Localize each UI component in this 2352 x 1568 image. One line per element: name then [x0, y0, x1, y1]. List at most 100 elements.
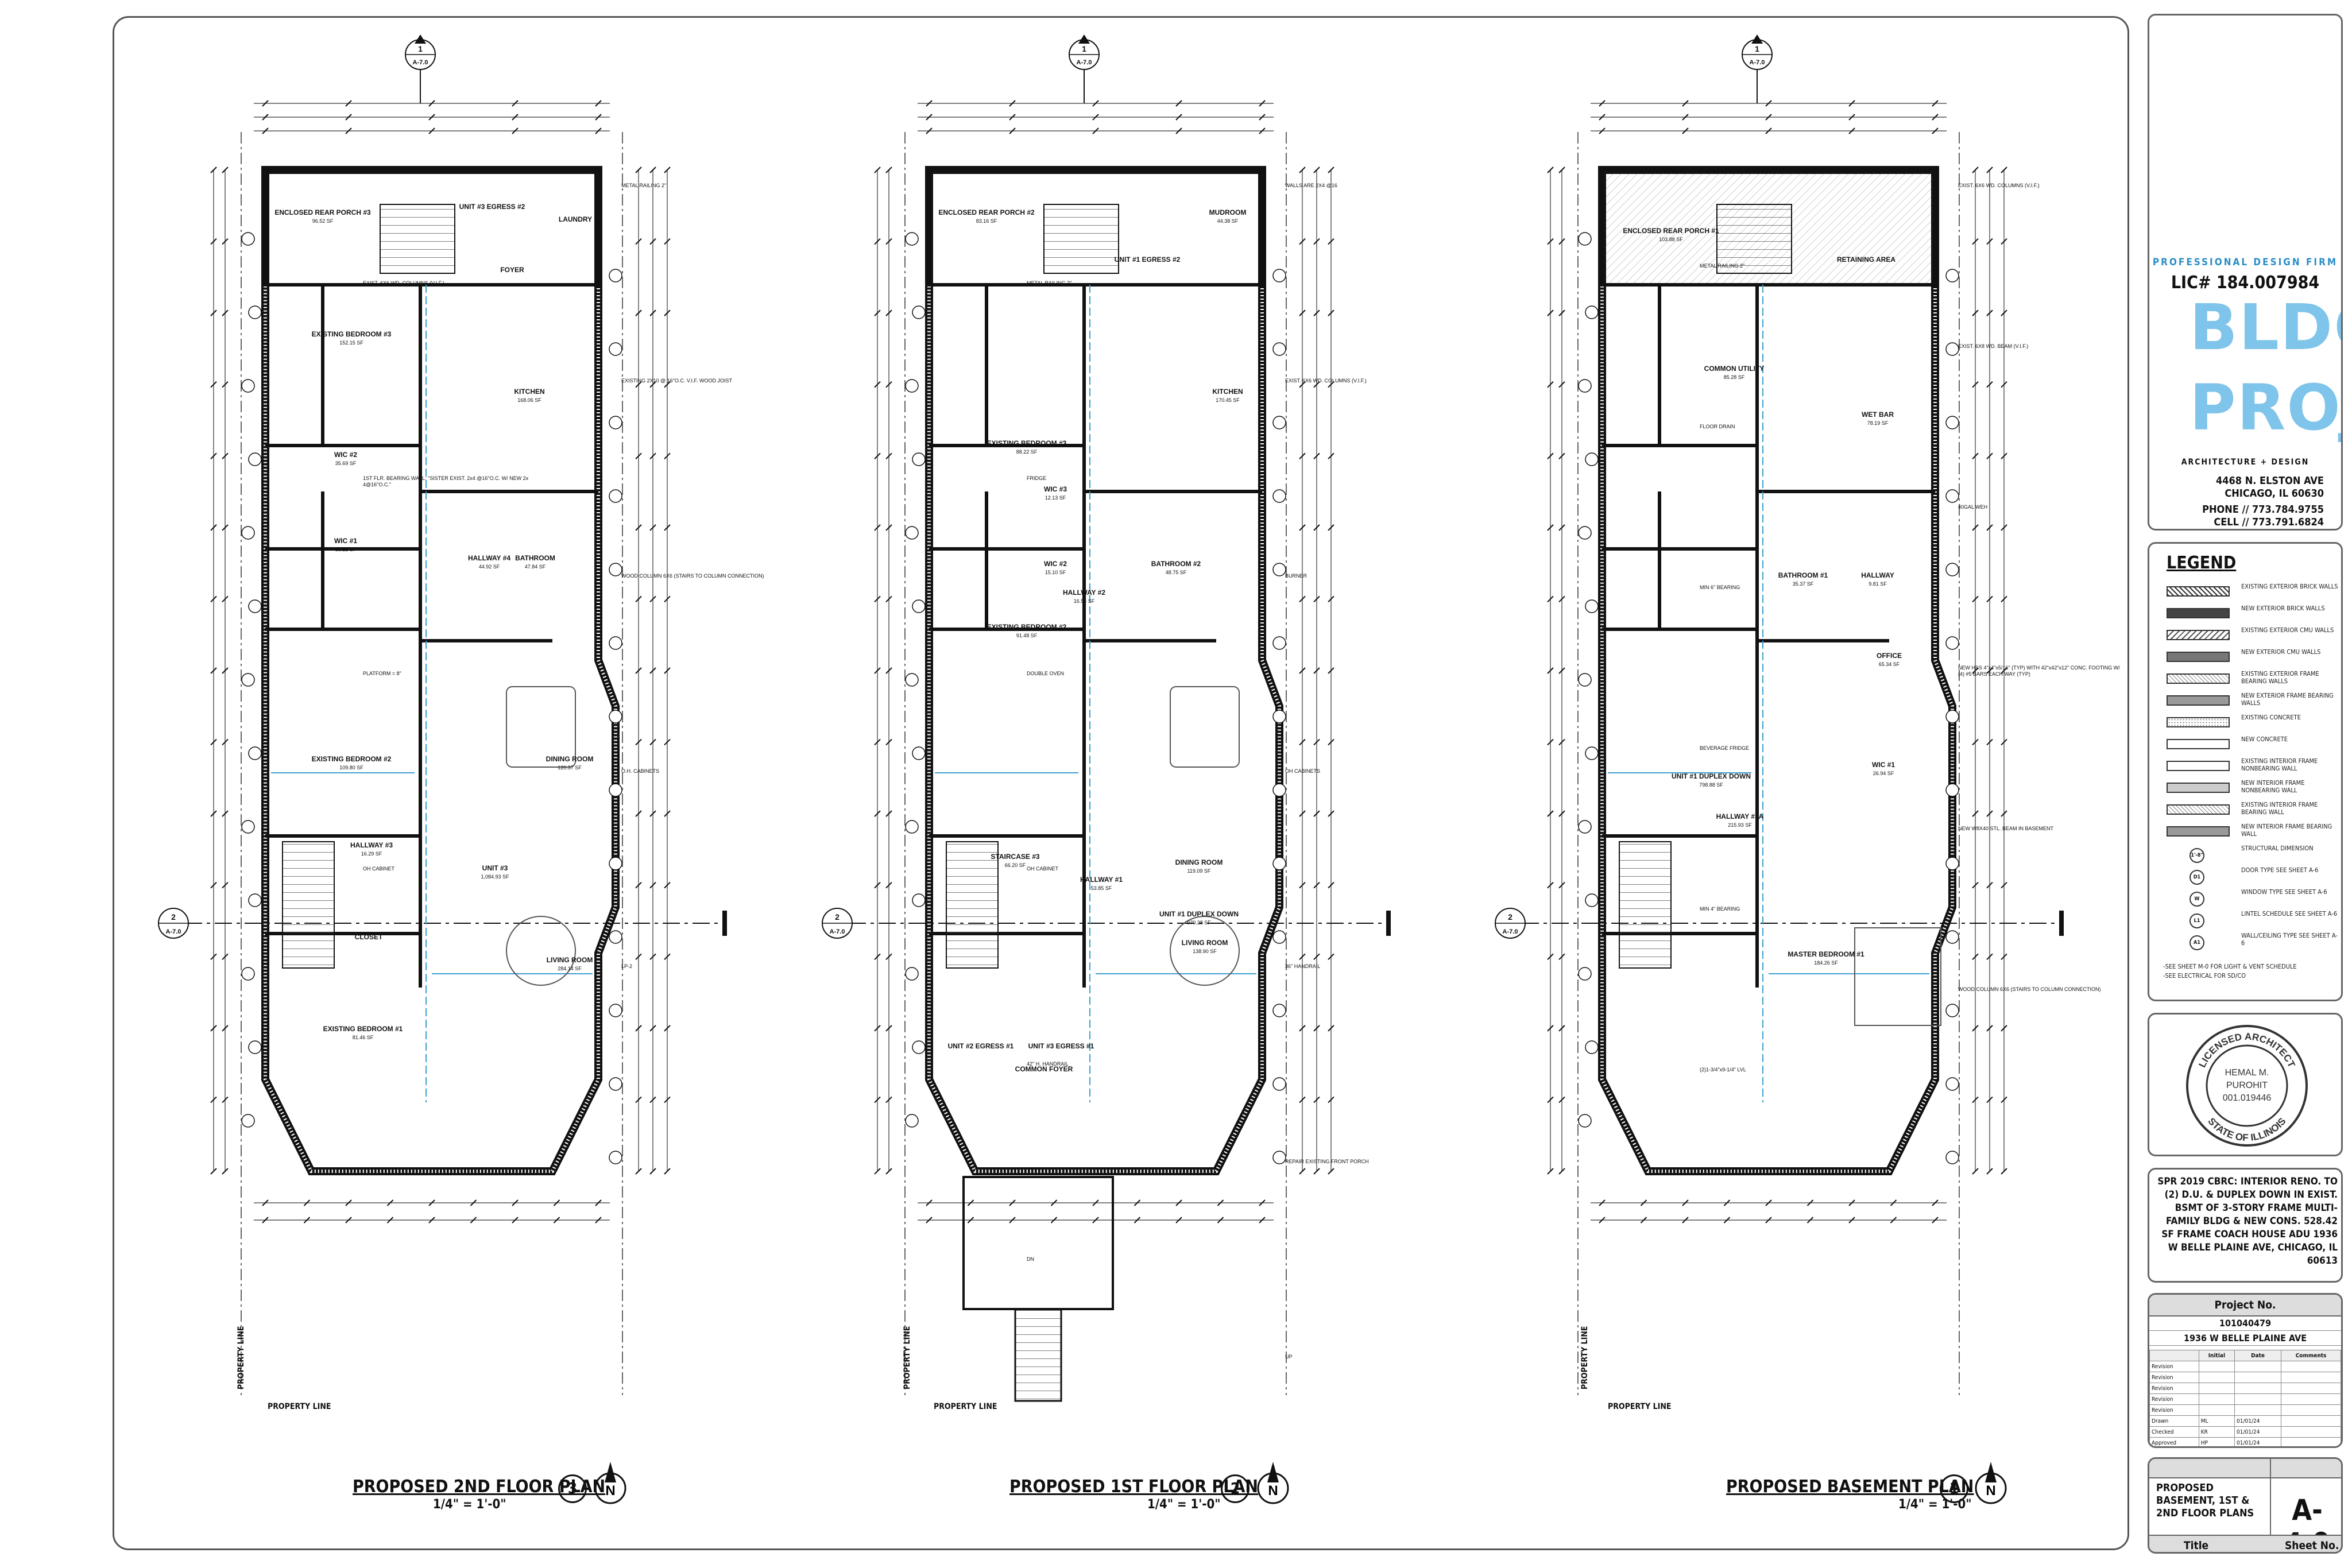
- dimension-tick: [1599, 114, 1606, 121]
- stair: [282, 841, 335, 969]
- stair: [1043, 204, 1119, 274]
- dimension-tick: [1765, 1217, 1772, 1224]
- dimension-tick: [428, 114, 435, 121]
- room-area: 47.84 SF: [525, 564, 546, 570]
- dimension-tick: [1547, 595, 1554, 603]
- revision-table-cell: ML: [2198, 1415, 2235, 1427]
- room-name: COMMON UTILITY: [1704, 365, 1765, 373]
- room-name: EXISTING BEDROOM #3: [987, 439, 1067, 447]
- dimension-tick: [1640, 1217, 1647, 1224]
- legend-label: EXISTING EXTERIOR BRICK WALLS: [2241, 583, 2338, 590]
- legend-label: EXISTING EXTERIOR FRAME BEARING WALLS: [2241, 670, 2319, 685]
- dimension-tick: [428, 127, 435, 134]
- window-tag-icon: [1272, 857, 1286, 870]
- dimension-tick: [222, 1096, 229, 1104]
- dining-table-icon: [506, 686, 576, 768]
- revision-table-row: Revision: [2149, 1361, 2341, 1372]
- dimension-tick: [649, 810, 656, 817]
- firm-license: LIC# 184.007984: [2171, 273, 2320, 293]
- dimension-tick: [1558, 1096, 1565, 1104]
- room-name: CLOSET: [355, 933, 383, 941]
- room-area: 1,084.93 SF: [481, 874, 509, 880]
- dimension-tick: [1986, 309, 1993, 316]
- legend-swatch-icon: [2167, 761, 2230, 771]
- window-tag-icon: [1272, 1077, 1286, 1091]
- window-tag-icon: [609, 563, 622, 576]
- dimension-tick: [1313, 738, 1320, 746]
- room-area: 9.81 SF: [1869, 581, 1887, 587]
- revision-table-cell: 01/01/24: [2234, 1415, 2282, 1427]
- dimension-tick: [1547, 1025, 1554, 1032]
- dimension-tick: [664, 381, 671, 388]
- window-tag-icon: [609, 1004, 622, 1017]
- legend-swatch-icon: 1'-8": [2167, 848, 2230, 863]
- room-area: 83.16 SF: [976, 218, 997, 224]
- window-tag-icon: [1945, 563, 1959, 576]
- dimension-tick: [345, 1217, 352, 1224]
- revision-table-row: Revision: [2149, 1372, 2341, 1383]
- plan-caption-2nd-floor: PROPOSED 2ND FLOOR PLAN 1/4" = 1'-0" 3 N: [353, 1462, 640, 1534]
- dimension-tick: [635, 167, 642, 173]
- svg-text:HEMAL M.: HEMAL M.: [2225, 1068, 2269, 1078]
- section-marker-number: 2: [835, 912, 840, 922]
- dimension-tick: [512, 114, 519, 121]
- exterior-wall: [1598, 166, 1956, 1175]
- seal-panel: LICENSED ARCHITECT STATE OF ILLINOIS HEM…: [2148, 1013, 2343, 1156]
- plan-title: PROPOSED BASEMENT PLAN: [1726, 1477, 1974, 1497]
- dimension-tick: [635, 667, 642, 674]
- room-name: ENCLOSED REAR PORCH #1: [1623, 227, 1719, 235]
- legend-label: DOOR TYPE SEE SHEET A-6: [2241, 866, 2319, 874]
- window-tag-icon: [905, 526, 919, 540]
- dimension-tick: [386, 1217, 394, 1224]
- window-tag-icon: [248, 452, 262, 466]
- room-area: 81.46 SF: [353, 1035, 374, 1040]
- revision-table-cell: [2234, 1393, 2282, 1405]
- dimension-tick: [874, 167, 881, 173]
- window-tag-icon: [1272, 563, 1286, 576]
- dimension-tick: [1259, 100, 1266, 107]
- room-name: DINING ROOM: [546, 755, 594, 763]
- revision-table-row: Revision: [2149, 1393, 2341, 1405]
- dimension-tick: [664, 309, 671, 316]
- logo-line-2: PROJ: [2189, 371, 2342, 444]
- dimension-tick: [2001, 452, 2007, 459]
- dimension-tick: [1328, 953, 1334, 960]
- annotation-note: (2)1-3/4"x9-1/4" LVL: [1700, 1067, 1746, 1073]
- dimension-tick: [345, 127, 352, 134]
- window-tag-icon: [1272, 1151, 1286, 1164]
- legend-label: WINDOW TYPE SEE SHEET A-6: [2241, 888, 2327, 896]
- dimension-tick: [885, 1168, 892, 1175]
- legend-swatch-icon: A1: [2167, 935, 2230, 950]
- dimension-tick: [1175, 127, 1182, 134]
- dimension-tick: [664, 667, 671, 674]
- section-marker-number: 1: [418, 44, 423, 53]
- dimension-tick: [1299, 381, 1306, 388]
- dimension-tick: [1972, 953, 1979, 960]
- dimension-tick: [1932, 100, 1939, 107]
- dimension-tick: [345, 114, 352, 121]
- annotation-note: 40GAL WEH: [1958, 504, 1987, 510]
- room-area: 12.13 SF: [1045, 495, 1066, 501]
- revision-table-cell: Revision: [2149, 1404, 2199, 1416]
- dimension-tick: [1009, 114, 1016, 121]
- legend-item: EXISTING EXTERIOR BRICK WALLS: [2167, 583, 2338, 600]
- dimension-tick: [1299, 309, 1306, 316]
- window-tag-icon: [1585, 305, 1599, 319]
- dimension-tick: [1299, 1096, 1306, 1104]
- legend-item: EXISTING INTERIOR FRAME NONBEARING WALL: [2167, 757, 2333, 775]
- room-name: WIC #3: [1044, 485, 1067, 493]
- dimension-tick: [210, 953, 217, 960]
- legend-item: EXISTING INTERIOR FRAME BEARING WALL: [2167, 801, 2333, 818]
- dimension-tick: [1806, 1199, 1814, 1206]
- room-area: 35.22 SF: [335, 547, 357, 552]
- annotation-note: MIN 4" BEARING: [1700, 906, 1740, 912]
- dimension-tick: [470, 1217, 477, 1224]
- dimension-tick: [262, 100, 269, 107]
- dimension-tick: [1050, 1217, 1058, 1224]
- room-area: 85.28 SF: [1724, 374, 1745, 380]
- window-tag-icon: [1945, 1151, 1959, 1164]
